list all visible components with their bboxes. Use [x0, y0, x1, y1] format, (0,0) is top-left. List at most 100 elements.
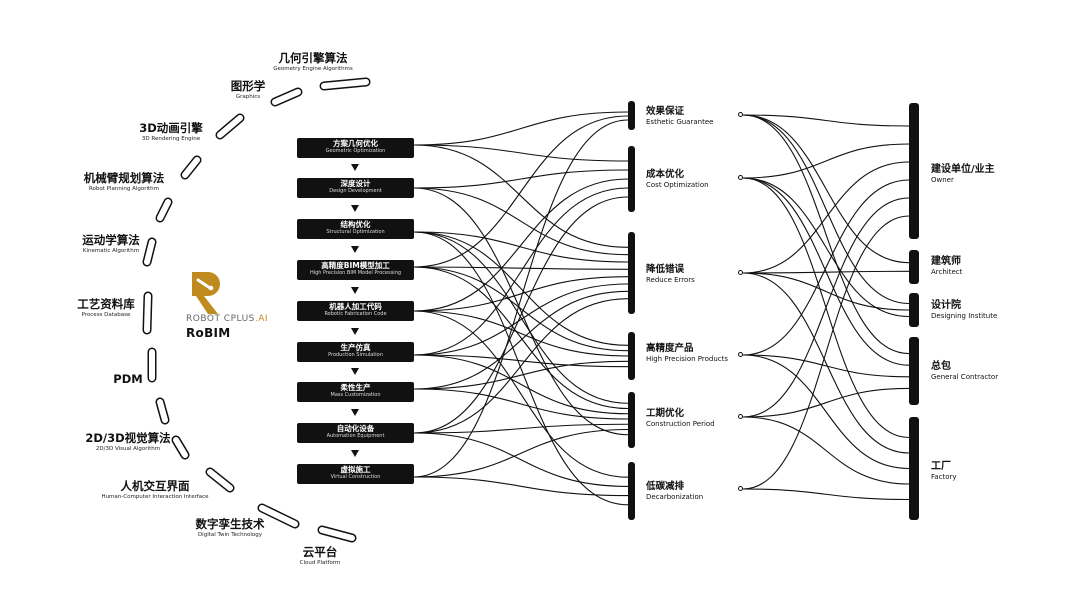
- benefit-to-stakeholder-link: [742, 215, 910, 490]
- benefit-bar-decarbonization: [628, 462, 635, 520]
- benefit-to-stakeholder-link: [742, 177, 910, 318]
- benefit-dot: [738, 352, 743, 357]
- step-to-benefit-link: [413, 476, 629, 497]
- benefit-to-stakeholder-link: [742, 272, 910, 454]
- step-to-benefit-link: [413, 119, 629, 478]
- arc-segment: [144, 239, 155, 265]
- benefit-bar-precision: [628, 332, 635, 380]
- arc-segment: [319, 527, 355, 541]
- logo-product-name: RoBIM: [186, 326, 231, 340]
- stakeholder-bar-institute: [909, 293, 919, 327]
- stakeholder-bar-factory: [909, 417, 919, 520]
- step-to-benefit-link: [413, 187, 629, 436]
- step-to-benefit-link: [413, 115, 629, 268]
- step-to-benefit-link: [413, 354, 629, 415]
- step-to-benefit-link: [413, 388, 629, 420]
- benefit-to-stakeholder-link: [742, 143, 910, 179]
- benefit-to-stakeholder-link: [742, 387, 910, 418]
- benefit-to-stakeholder-link: [742, 354, 910, 378]
- down-arrow-icon: [351, 164, 359, 171]
- down-arrow-icon: [351, 246, 359, 253]
- benefit-to-stakeholder-link: [742, 270, 910, 274]
- step-to-benefit-link: [413, 310, 629, 357]
- step-to-benefit-link: [413, 196, 629, 434]
- logo-brand-text: ROBOT CPLUS.AI: [186, 314, 269, 324]
- step-to-benefit-link: [413, 266, 629, 270]
- arc-segment: [157, 399, 168, 423]
- down-arrow-icon: [351, 450, 359, 457]
- arc-segment: [217, 115, 243, 138]
- step-to-benefit-link: [413, 231, 629, 506]
- benefit-to-stakeholder-link: [742, 114, 910, 127]
- benefit-to-stakeholder-link: [742, 179, 910, 356]
- down-arrow-icon: [351, 287, 359, 294]
- arc-segment: [207, 469, 233, 491]
- step-to-benefit-link: [413, 310, 629, 478]
- step-to-benefit-link: [413, 178, 629, 312]
- stakeholder-bar-owner: [909, 103, 919, 239]
- benefit-to-stakeholder-link: [742, 416, 910, 485]
- benefit-to-stakeholder-link: [742, 272, 910, 311]
- down-arrow-icon: [351, 205, 359, 212]
- arc-segment: [321, 79, 369, 89]
- step-to-benefit-link: [413, 354, 629, 368]
- benefit-bar-cost: [628, 146, 635, 212]
- benefit-dot: [738, 486, 743, 491]
- step-to-benefit-link: [413, 144, 629, 248]
- benefit-to-stakeholder-link: [742, 488, 910, 501]
- benefit-to-stakeholder-link: [742, 114, 910, 305]
- benefit-to-stakeholder-link: [742, 354, 910, 470]
- step-to-benefit-link: [413, 266, 629, 352]
- step-to-benefit-link: [413, 187, 629, 356]
- benefit-dot: [738, 112, 743, 117]
- step-to-benefit-link: [413, 169, 629, 189]
- step-to-benefit-link: [413, 432, 629, 487]
- step-to-benefit-link: [413, 144, 629, 162]
- benefit-to-stakeholder-link: [742, 114, 910, 355]
- arc-segment: [157, 199, 171, 221]
- step-to-benefit-link: [413, 298, 629, 434]
- benefit-to-stakeholder-link: [742, 161, 910, 274]
- benefit-bar-period: [628, 392, 635, 448]
- benefit-to-stakeholder-link: [742, 114, 910, 264]
- arc-segment: [182, 157, 200, 178]
- arc-segment: [259, 505, 298, 527]
- step-to-benefit-link: [413, 428, 629, 478]
- stakeholder-bar-architect: [909, 250, 919, 284]
- step-to-benefit-link: [413, 111, 629, 146]
- stakeholder-bar-contractor: [909, 337, 919, 405]
- benefit-bar-esthetic: [628, 101, 635, 130]
- step-to-benefit-link: [413, 276, 629, 312]
- step-to-benefit-link: [413, 266, 629, 410]
- step-to-benefit-link: [413, 360, 629, 390]
- arc-segment: [144, 293, 151, 333]
- down-arrow-icon: [351, 368, 359, 375]
- step-to-benefit-link: [413, 231, 629, 404]
